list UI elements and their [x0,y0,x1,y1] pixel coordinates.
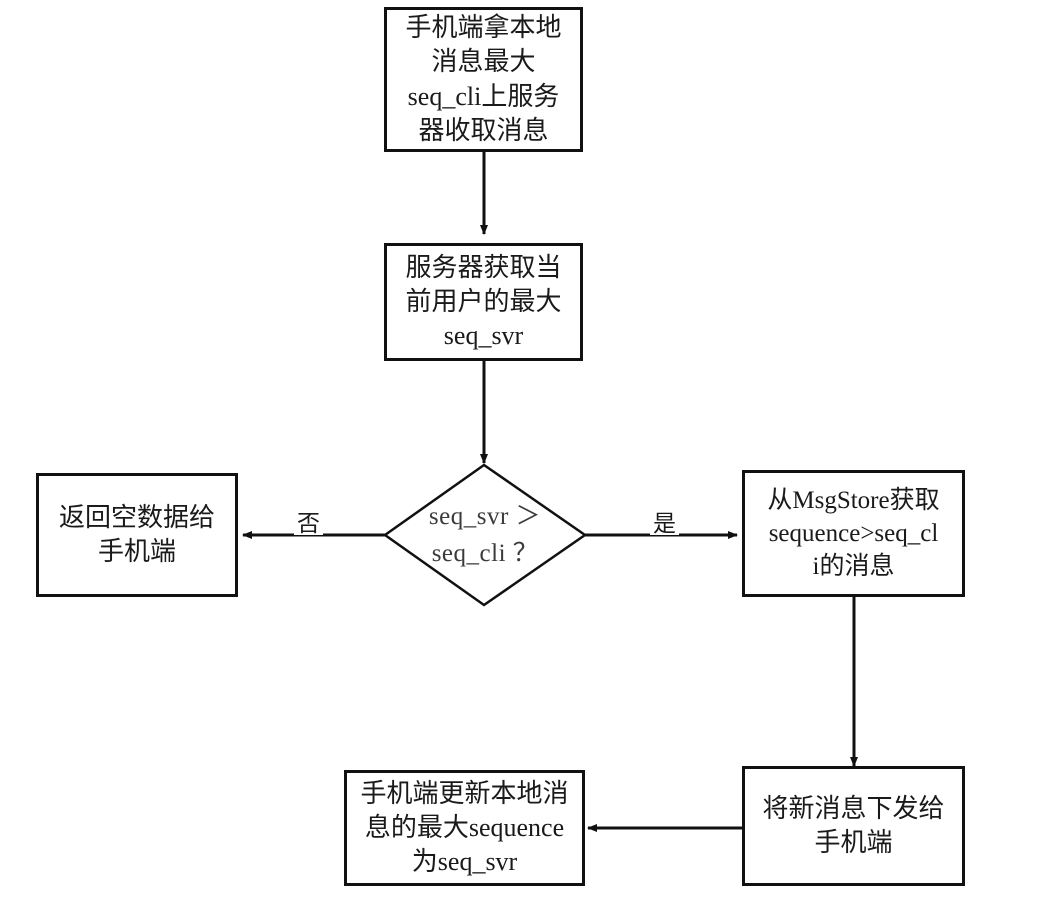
node-get-seq-svr-label: 服务器获取当 前用户的最大 seq_svr [405,252,562,351]
node-fetch-msgstore-label: 从MsgStore获取 sequence>seq_cl i的消息 [767,487,940,580]
node-update-local-label: 手机端更新本地消 息的最大sequence 为seq_svr [360,778,569,877]
node-start-label: 手机端拿本地 消息最大 seq_cli上服务 器收取消息 [405,12,562,145]
node-push-new-msg[interactable]: 将新消息下发给 手机端 [742,766,965,886]
node-decision[interactable]: seq_svr ＞ seq_cli ？ [385,465,585,605]
edge-label-no: 否 [294,512,323,535]
node-decision-label: seq_svr ＞ seq_cli ？ [428,502,542,568]
node-fetch-msgstore[interactable]: 从MsgStore获取 sequence>seq_cl i的消息 [742,470,965,597]
node-update-local[interactable]: 手机端更新本地消 息的最大sequence 为seq_svr [344,770,585,886]
node-push-new-msg-label: 将新消息下发给 手机端 [762,793,945,857]
node-get-seq-svr[interactable]: 服务器获取当 前用户的最大 seq_svr [384,243,583,361]
edge-label-yes: 是 [650,512,679,535]
node-return-empty-label: 返回空数据给 手机端 [58,502,215,566]
node-return-empty[interactable]: 返回空数据给 手机端 [36,473,238,597]
node-start[interactable]: 手机端拿本地 消息最大 seq_cli上服务 器收取消息 [384,7,583,152]
